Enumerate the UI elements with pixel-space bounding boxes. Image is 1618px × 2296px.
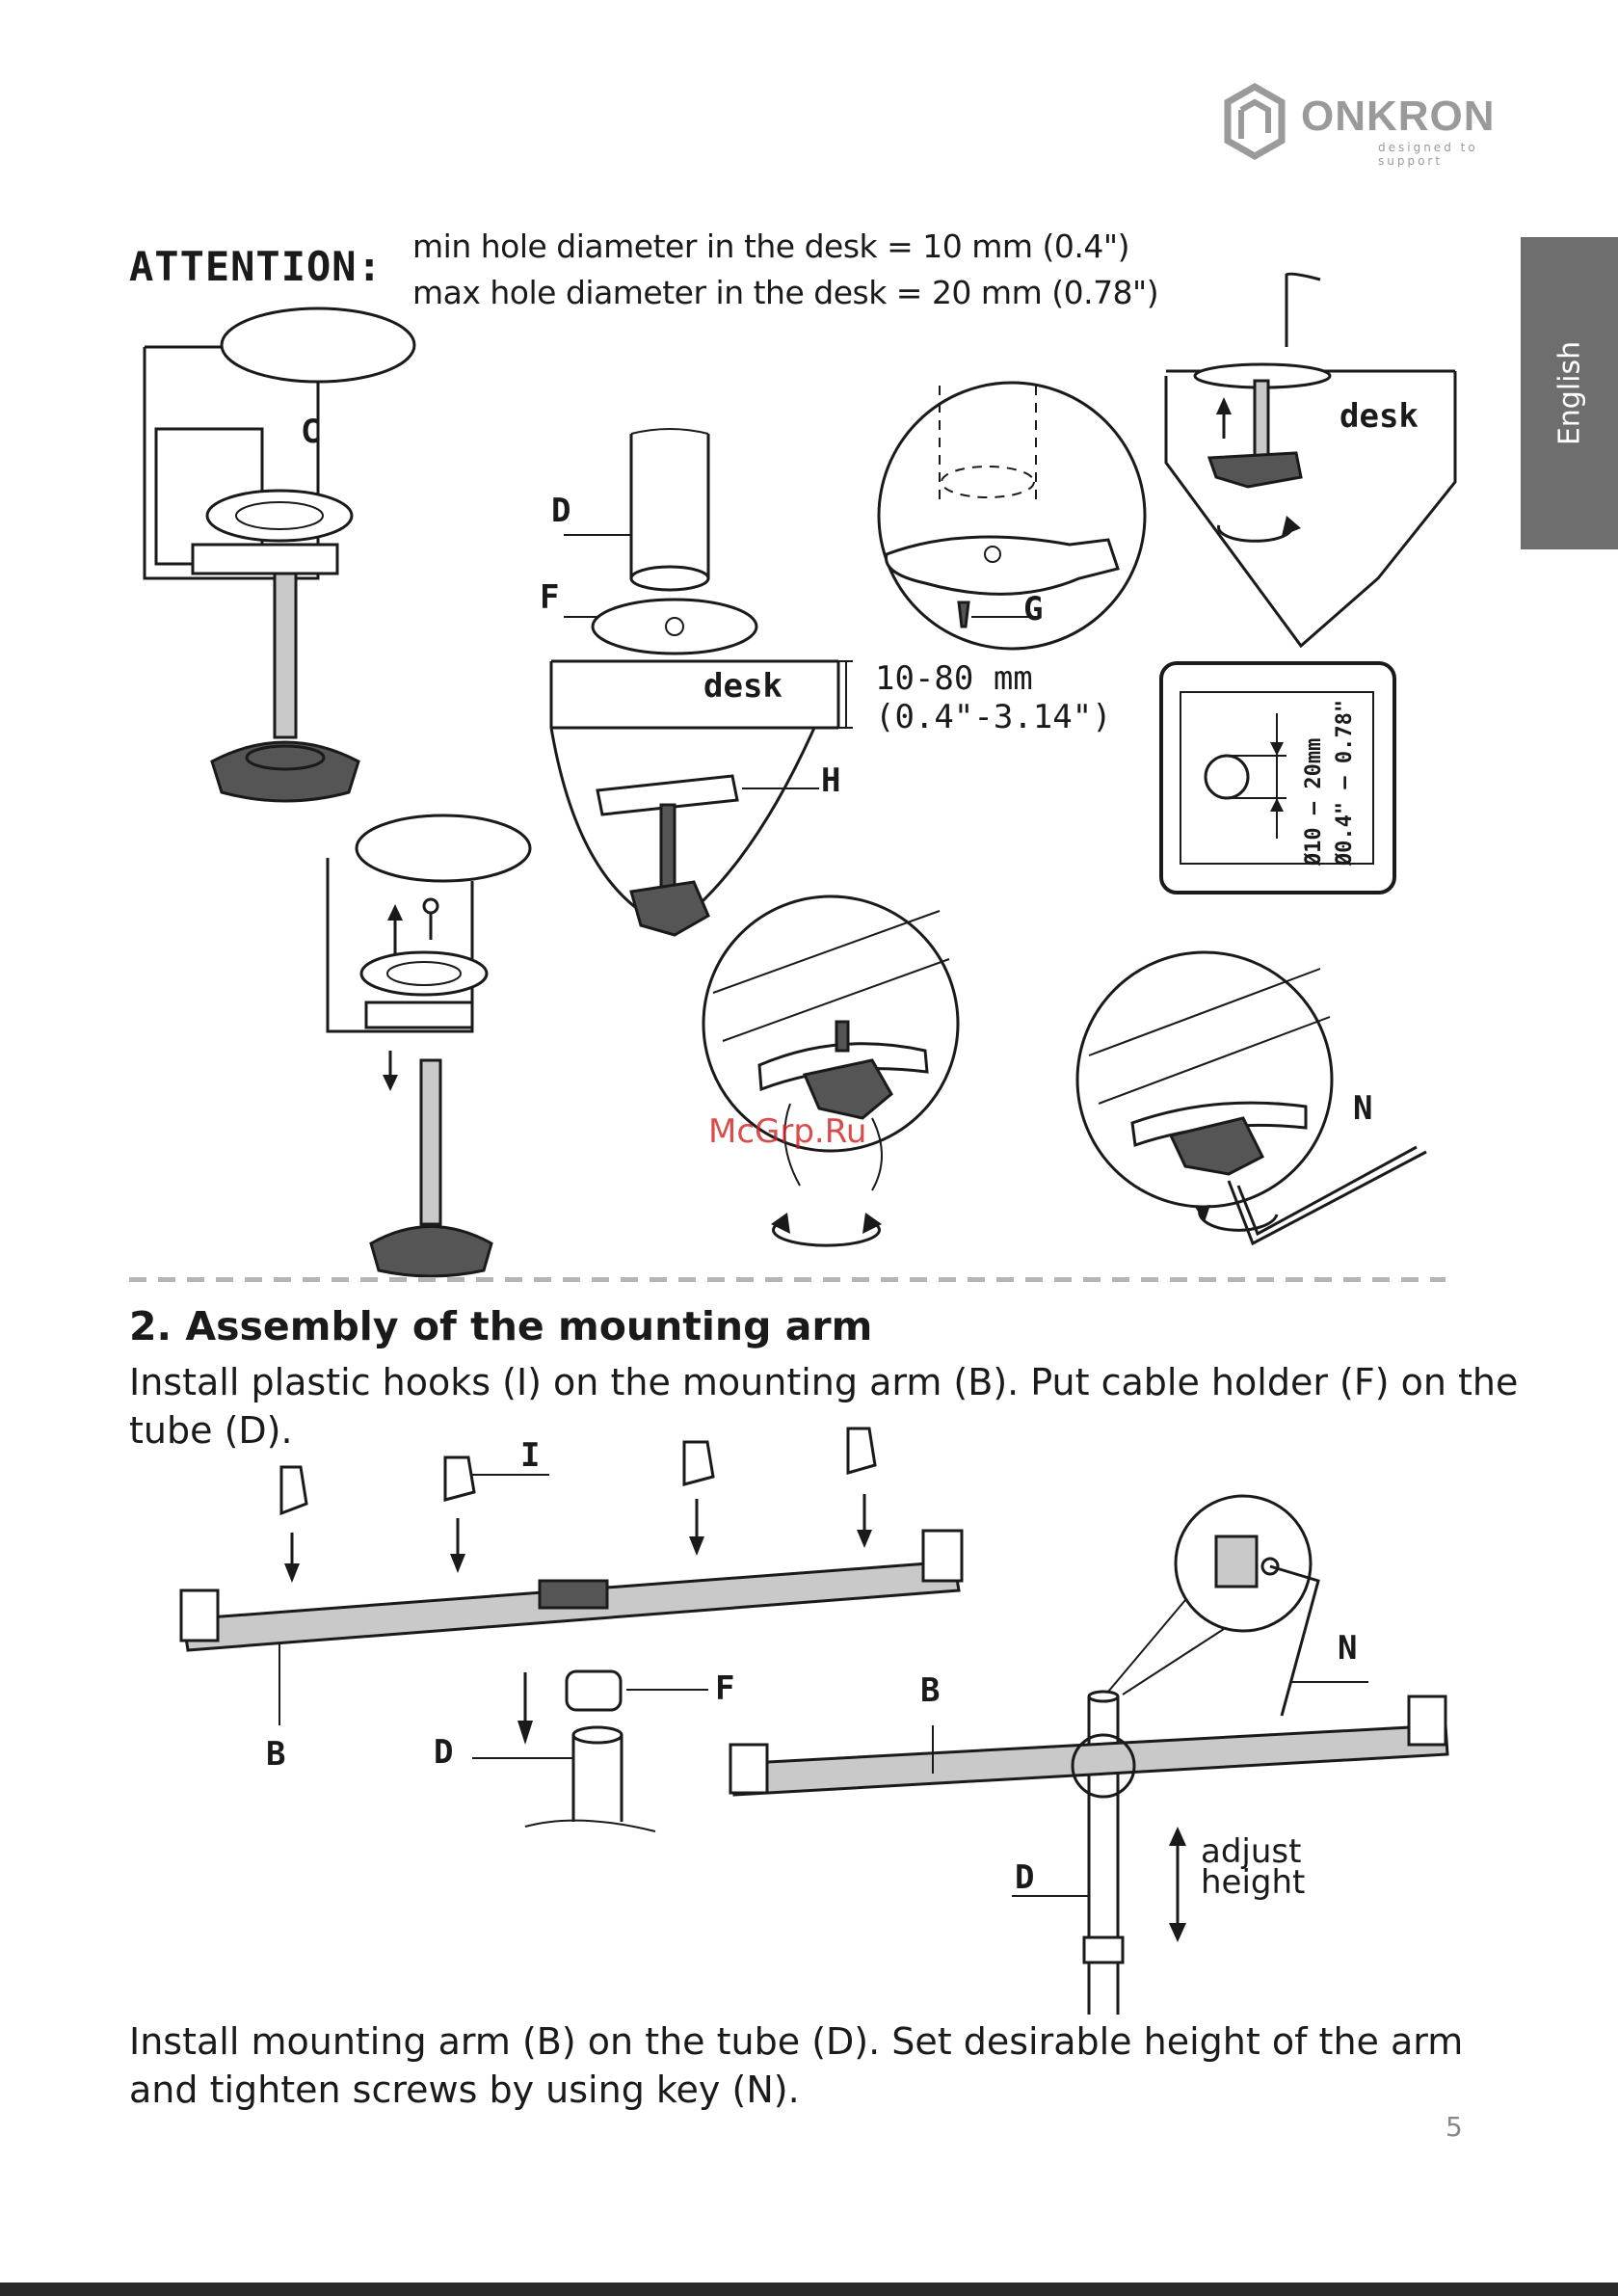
desk-label-center: desk <box>703 667 782 706</box>
detail-circle-hand <box>702 894 960 1247</box>
desk-label-right: desk <box>1339 397 1419 436</box>
attention-max-diameter: max hole diameter in the desk = 20 mm (0… <box>412 274 1159 311</box>
section-outro-text: Install mounting arm (B) on the tube (D)… <box>129 2020 1464 2111</box>
arm-b-left-drawing <box>179 1529 964 1725</box>
label-c: C <box>301 413 321 451</box>
brand-logo: ONKRON designed to support <box>1216 83 1525 170</box>
hole-diameter-in: Ø0.4" – 0.78" <box>1333 699 1357 867</box>
section-intro-text: Install plastic hooks (I) on the mountin… <box>129 1361 1519 1452</box>
tube-d-plate-f-drawing <box>564 428 758 655</box>
height-text: height <box>1201 1863 1306 1902</box>
onkron-logo-icon <box>1224 83 1286 161</box>
desk-thickness-mm: 10-80 mm <box>875 659 1033 698</box>
hole-diameter-text: Ø10 – 20mm Ø0.4" – 0.78" <box>1291 700 1368 866</box>
label-d-left: D <box>434 1733 454 1772</box>
mounting-arm-illustration <box>179 1427 1449 2015</box>
desk-thickness-in: (0.4"-3.14") <box>875 698 1112 736</box>
label-b-left: B <box>266 1735 286 1774</box>
adjust-height-label: adjust height <box>1201 1832 1306 1902</box>
label-i: I <box>520 1436 541 1475</box>
detail-circle-g <box>877 381 1147 651</box>
desk-clamp-illustration <box>129 272 1457 1282</box>
label-d-right: D <box>1015 1858 1035 1897</box>
adjust-text: adjust <box>1201 1832 1302 1871</box>
cable-holder-f-tube-d-drawing <box>472 1669 708 1832</box>
page-number: 5 <box>1446 2111 1463 2143</box>
watermark: McGrp.Ru <box>708 1112 867 1151</box>
hooks-i-drawing <box>279 1427 877 1583</box>
brand-name: ONKRON <box>1301 93 1496 140</box>
clamp-c-drawing <box>143 307 416 803</box>
brand-tagline: designed to support <box>1378 141 1478 168</box>
attention-title: ATTENTION: <box>129 243 383 290</box>
hole-diameter-mm: Ø10 – 20mm <box>1302 737 1326 867</box>
desk-underside-drawing <box>1164 272 1457 649</box>
desk-section-drawing <box>549 659 853 937</box>
clamp-exploded-drawing <box>326 814 532 1278</box>
detail-circle-arm-key <box>1107 1494 1368 1717</box>
language-tab: English <box>1521 237 1618 549</box>
section-title: 2. Assembly of the mounting arm <box>129 1303 873 1349</box>
bottom-rule <box>0 2283 1618 2296</box>
label-f: F <box>540 578 560 617</box>
label-b-right: B <box>920 1671 941 1710</box>
attention-min-diameter: min hole diameter in the desk = 10 mm (0… <box>412 227 1129 265</box>
label-d: D <box>551 492 571 530</box>
detail-circle-key <box>1075 950 1427 1246</box>
hole-diameter-box <box>1159 661 1396 894</box>
arm-b-right-drawing <box>729 1690 1449 2015</box>
label-g: G <box>1023 590 1044 628</box>
label-h: H <box>821 761 841 800</box>
label-n-key: N <box>1338 1629 1358 1668</box>
label-n-top: N <box>1353 1089 1373 1128</box>
label-f-cable-holder: F <box>715 1669 735 1708</box>
